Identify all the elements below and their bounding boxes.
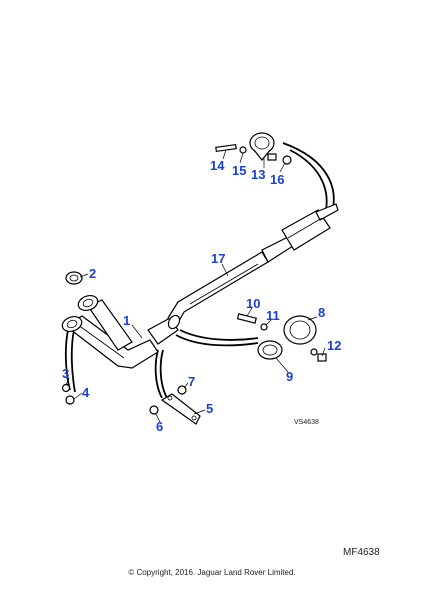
callout-10: 10 <box>246 296 260 311</box>
manifold-gasket <box>65 271 83 285</box>
callout-4: 4 <box>82 385 90 400</box>
callout-11: 11 <box>266 308 280 323</box>
callout-14: 14 <box>210 158 225 173</box>
callout-5: 5 <box>206 401 213 416</box>
callout-labels: 1 2 3 4 5 6 7 8 9 10 11 12 13 14 15 16 1… <box>62 158 341 434</box>
callout-13: 13 <box>251 167 265 182</box>
callout-3: 3 <box>62 366 69 381</box>
callout-15: 15 <box>232 163 246 178</box>
callout-16: 16 <box>270 172 284 187</box>
callout-8: 8 <box>318 305 325 320</box>
callout-6: 6 <box>156 419 163 434</box>
callout-2: 2 <box>89 266 96 281</box>
rear-clamp-group <box>236 313 327 362</box>
copyright-notice: © Copyright, 2016. Jaguar Land Rover Lim… <box>128 568 296 577</box>
callout-7: 7 <box>188 374 195 389</box>
front-down-pipe <box>61 294 179 369</box>
callout-17: 17 <box>211 251 225 266</box>
callout-9: 9 <box>286 369 293 384</box>
callout-12: 12 <box>327 338 341 353</box>
intermediate-pipe <box>167 235 297 330</box>
figure-code: MF4638 <box>343 547 380 558</box>
reference-code: VS4638 <box>294 419 319 426</box>
rear-silencer <box>281 203 339 251</box>
leader-lines <box>65 149 326 423</box>
callout-1: 1 <box>123 313 130 328</box>
rubber-hangers <box>64 142 335 399</box>
upper-clamp-group <box>215 132 292 165</box>
